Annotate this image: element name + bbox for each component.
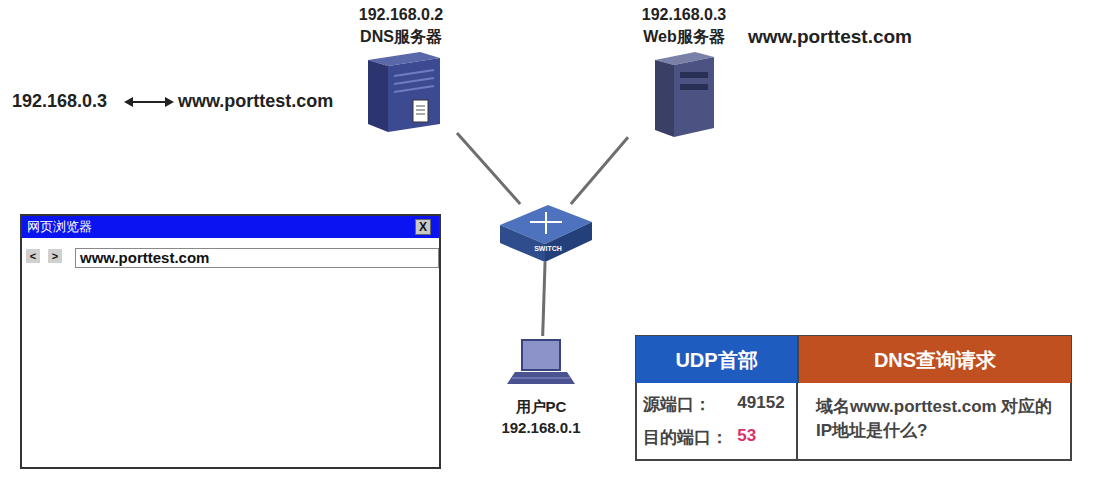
field-value: 53	[737, 426, 790, 449]
table-header-cell: DNS查询请求	[798, 335, 1072, 385]
node-text: www.porttest.com	[80, 249, 438, 267]
node-text: 域名www.porttest.com 对应的IP地址是什么?	[816, 395, 1060, 443]
node-text: 用户PC	[486, 396, 596, 417]
field-name: 源端口：	[643, 393, 733, 416]
node-text: DNS查询请求	[799, 336, 1071, 384]
browser-window: www.porttest.com 网页浏览器	[20, 214, 441, 469]
user-pc: 用户PC192.168.0.1	[486, 336, 596, 440]
table-header-cell: UDP首部	[635, 335, 798, 385]
laptop-icon	[507, 340, 575, 384]
node-text: DNS服务器	[345, 26, 457, 48]
table-body-cell: 源端口：49152目的端口：53	[635, 383, 798, 461]
web-server: 192.168.0.3Web服务器	[628, 4, 740, 140]
domain-name: www.porttest.com	[178, 91, 333, 112]
node-text: 192.168.0.1	[486, 417, 596, 438]
network-cable	[543, 262, 545, 336]
node-text: 192.168.0.2	[345, 4, 457, 26]
node-text: SWITCH	[504, 245, 592, 252]
node-text: Web服务器	[628, 26, 740, 48]
node-text: UDP首部	[636, 336, 797, 384]
dns-server: 192.168.0.2DNS服务器	[345, 4, 457, 136]
dns-server-icon	[368, 52, 440, 132]
field-value: 49152	[737, 393, 790, 416]
forward-button: >	[48, 249, 62, 263]
address-bar: www.porttest.com	[75, 248, 439, 268]
window-title: 网页浏览器	[22, 216, 439, 238]
network-cable	[571, 137, 628, 204]
web-server-icon	[655, 52, 714, 137]
back-button: <	[26, 249, 40, 263]
mapping-arrow	[124, 97, 174, 107]
ip-address: 192.168.0.3	[12, 91, 107, 112]
domain-name: www.porttest.com	[748, 26, 912, 48]
close-button: X	[415, 219, 431, 235]
node-text: 192.168.0.3	[628, 4, 740, 26]
network-cable	[457, 133, 520, 204]
table-body-cell: 域名www.porttest.com 对应的IP地址是什么?	[798, 383, 1072, 461]
switch-icon	[500, 205, 592, 262]
field-name: 目的端口：	[643, 426, 733, 449]
network-switch: SWITCH	[500, 204, 592, 262]
